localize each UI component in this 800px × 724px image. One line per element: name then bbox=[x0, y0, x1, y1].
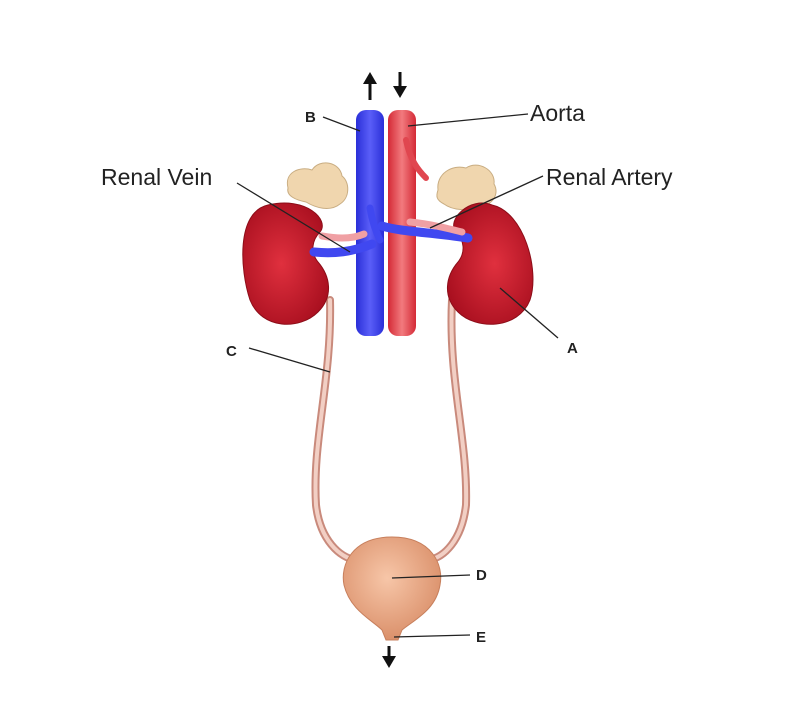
left-renal-artery bbox=[318, 230, 368, 242]
left-adrenal-gland bbox=[286, 162, 349, 209]
leader-line-renal-artery bbox=[429, 175, 544, 229]
label-e: E bbox=[476, 629, 486, 646]
label-c: C bbox=[226, 343, 237, 360]
left-ureter-inner bbox=[313, 298, 358, 562]
right-ureter-inner bbox=[426, 298, 469, 562]
label-aorta: Aorta bbox=[530, 100, 585, 126]
label-renal-vein: Renal Vein bbox=[101, 164, 212, 190]
arrow-up-icon bbox=[363, 72, 377, 100]
left-kidney bbox=[242, 202, 329, 325]
leader-line-renal-vein bbox=[236, 182, 351, 253]
aorta-branch bbox=[403, 137, 429, 181]
arrow-down-icon bbox=[382, 646, 396, 668]
left-renal-vein bbox=[309, 239, 377, 258]
right-renal-vein bbox=[377, 221, 473, 243]
vein-branch-top bbox=[366, 204, 384, 244]
leader-line-a bbox=[499, 287, 559, 339]
label-renal-artery: Renal Artery bbox=[546, 164, 673, 190]
leader-line-d bbox=[391, 574, 471, 579]
label-d: D bbox=[476, 567, 487, 584]
arrow-down-icon bbox=[393, 72, 407, 98]
label-a: A bbox=[567, 340, 578, 357]
leader-line-c bbox=[248, 347, 331, 373]
leader-line-e bbox=[393, 634, 471, 638]
aorta bbox=[388, 110, 416, 336]
leader-line-b bbox=[322, 116, 361, 132]
leader-line-aorta bbox=[407, 113, 529, 127]
right-renal-artery bbox=[406, 218, 466, 236]
label-b: B bbox=[305, 109, 316, 126]
right-adrenal-gland bbox=[436, 164, 497, 211]
bladder bbox=[342, 536, 442, 641]
